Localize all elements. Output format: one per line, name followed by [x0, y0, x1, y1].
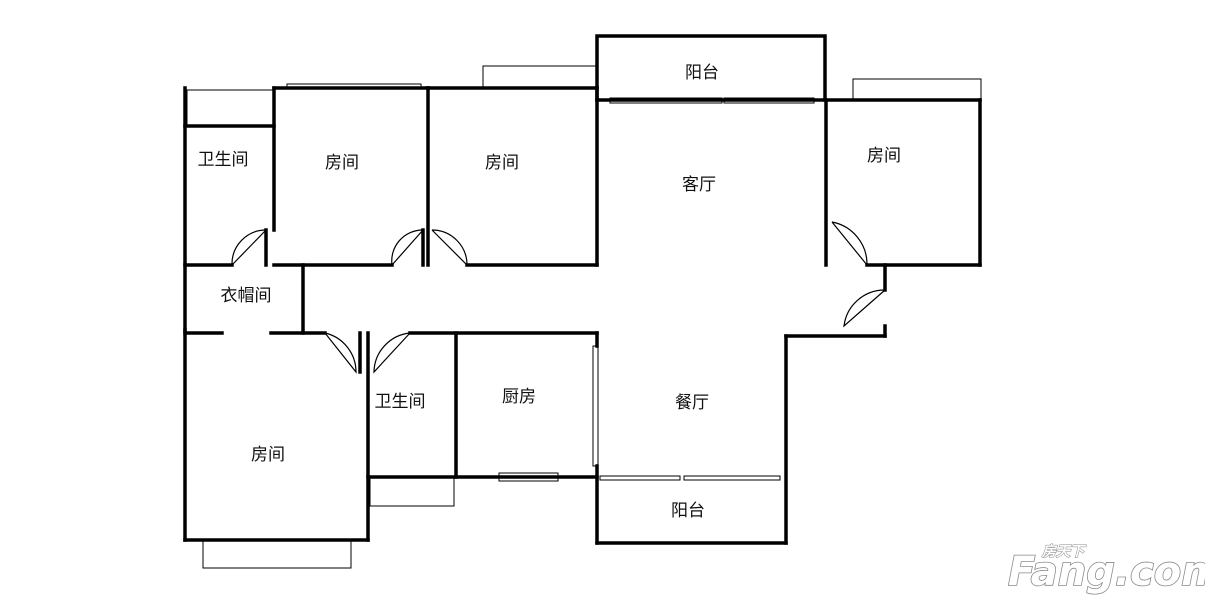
room-labels: 卫生间 房间 房间 阳台 客厅 房间 衣帽间 房间 卫生间 厨房 餐厅 阳台 — [198, 63, 902, 521]
label-cloakroom: 衣帽间 — [221, 286, 272, 306]
window-bedroom-4 — [202, 540, 352, 569]
watermark-logo: 房天下 Fang.com — [1007, 543, 1205, 596]
label-dining-room: 餐厅 — [675, 393, 709, 413]
doors — [231, 221, 886, 374]
window-bath-mid — [369, 476, 455, 507]
label-bedroom-2: 房间 — [485, 153, 519, 173]
window-dining-left — [599, 475, 681, 481]
label-bath-top: 卫生间 — [198, 150, 249, 170]
walls — [183, 34, 982, 545]
watermark-cn: 房天下 — [1041, 543, 1087, 560]
label-kitchen: 厨房 — [502, 387, 536, 407]
label-living-room: 客厅 — [682, 175, 716, 195]
watermark-brand: Fang.com — [1008, 549, 1205, 595]
window-kitchen-side — [592, 345, 599, 467]
window-bath-top — [186, 89, 274, 127]
windows — [186, 65, 982, 569]
window-bedroom-2 — [482, 65, 598, 89]
label-balcony-bottom: 阳台 — [671, 501, 705, 521]
label-balcony-top: 阳台 — [685, 63, 719, 83]
window-bedroom-3 — [852, 78, 982, 102]
label-bedroom-3: 房间 — [867, 146, 901, 166]
window-dining-right — [683, 475, 781, 481]
label-bedroom-4: 房间 — [251, 445, 285, 465]
label-bath-mid: 卫生间 — [375, 392, 426, 412]
label-bedroom-1: 房间 — [325, 153, 359, 173]
